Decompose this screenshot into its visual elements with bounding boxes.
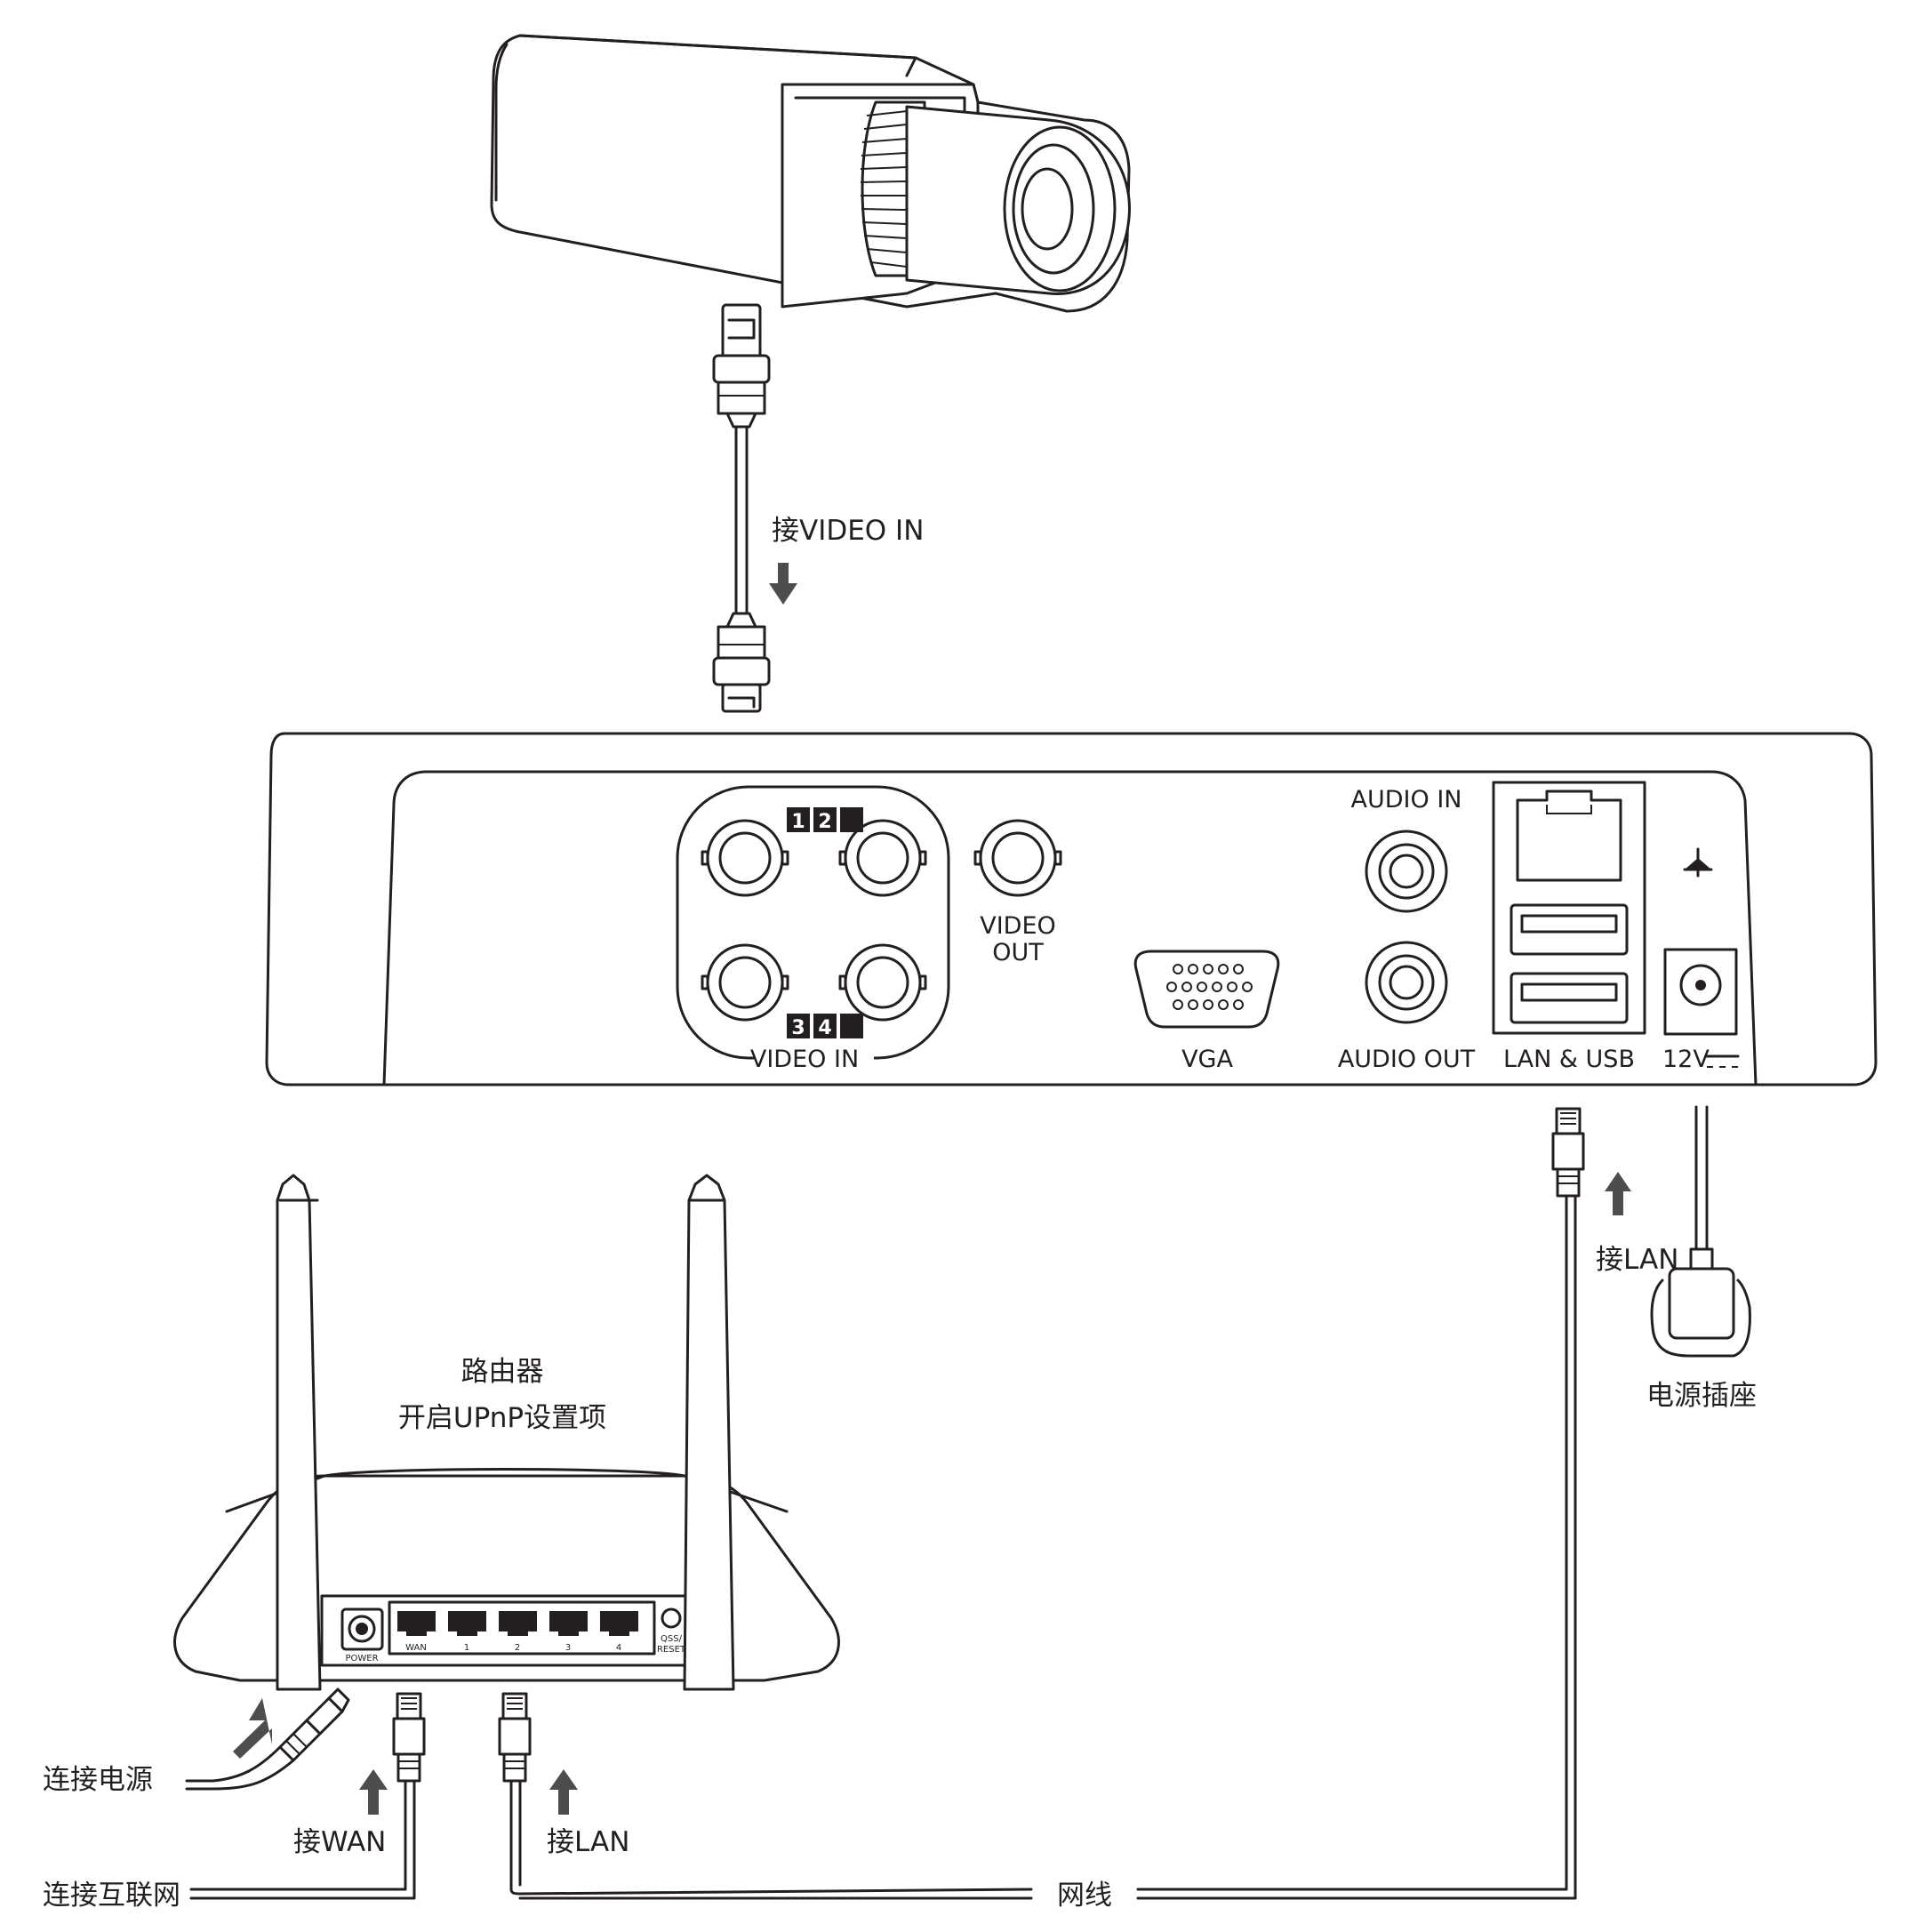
- bnc-port-4[interactable]: [838, 943, 927, 1022]
- router-body: POWER WAN 1 2 3 4 QSS/ RESET: [173, 1468, 840, 1682]
- router-port-4[interactable]: [600, 1611, 638, 1636]
- bnc-port-1[interactable]: [701, 819, 789, 897]
- label-connect-lan-router: 接LAN: [547, 1826, 629, 1858]
- label-port-wan: WAN: [405, 1643, 427, 1653]
- bnc-cable-icon: [712, 303, 771, 713]
- router-port-2[interactable]: [499, 1611, 537, 1636]
- power-adapter-icon: [1650, 1247, 1751, 1358]
- dc-power-jack[interactable]: [1663, 948, 1738, 1036]
- arrow-up-icon: [233, 1698, 272, 1759]
- label-lan-usb: LAN & USB: [1503, 1046, 1635, 1073]
- dc-symbol-icon: [1705, 1054, 1740, 1068]
- rj45-plug-icon: [1551, 1107, 1585, 1198]
- label-audio-out: AUDIO OUT: [1338, 1046, 1476, 1073]
- label-reset-2: RESET: [657, 1645, 686, 1655]
- label-lan-dvr: 接LAN: [1596, 1244, 1678, 1276]
- bnc-port-2[interactable]: [838, 819, 927, 897]
- channel-badge-4: 4: [818, 1017, 831, 1039]
- channel-badge-1: 1: [791, 811, 805, 833]
- label-video-in-connection: 接VIDEO IN: [772, 515, 924, 547]
- lan-port[interactable]: [1516, 790, 1622, 882]
- label-vga: VGA: [1181, 1046, 1233, 1073]
- label-connect-power: 连接电源: [43, 1764, 153, 1796]
- label-dvr-video-in: VIDEO IN: [750, 1046, 859, 1073]
- label-router-power: POWER: [345, 1654, 378, 1663]
- label-network-cable: 网线: [1057, 1880, 1112, 1912]
- audio-in-port[interactable]: [1365, 830, 1448, 913]
- label-power-outlet: 电源插座: [1646, 1380, 1757, 1412]
- arrow-down-icon: [769, 563, 797, 605]
- power-adapter-icon: [185, 1687, 350, 1791]
- router-port-3[interactable]: [549, 1611, 588, 1636]
- rj45-plug-icon: [392, 1692, 426, 1783]
- camera-icon: [490, 34, 1131, 313]
- ground-symbol-icon: [1683, 847, 1713, 878]
- label-port-1: 1: [464, 1643, 469, 1653]
- video-out-port[interactable]: [973, 819, 1062, 897]
- label-audio-in: AUDIO IN: [1351, 786, 1462, 814]
- label-connect-wan: 接WAN: [293, 1826, 386, 1858]
- router-antenna-icon: [276, 1174, 322, 1691]
- audio-out-port[interactable]: [1365, 941, 1448, 1024]
- router-port-wan[interactable]: [397, 1611, 436, 1636]
- arrow-up-icon: [359, 1769, 388, 1815]
- router-title: 路由器: [461, 1356, 544, 1388]
- label-12v: 12V: [1662, 1046, 1710, 1073]
- vga-port[interactable]: [1133, 950, 1280, 1029]
- usb-port-1[interactable]: [1510, 903, 1629, 956]
- label-port-4: 4: [616, 1643, 621, 1653]
- arrow-up-icon: [549, 1769, 578, 1815]
- label-video-out-2: OUT: [992, 939, 1044, 966]
- bnc-port-3[interactable]: [701, 943, 789, 1022]
- rj45-plug-icon: [498, 1692, 532, 1783]
- label-connect-internet: 连接互联网: [43, 1880, 180, 1912]
- router-port-1[interactable]: [448, 1611, 486, 1636]
- arrow-up-icon: [1605, 1172, 1631, 1215]
- dvr-rear-panel: 1 2 3 4 VIDEO IN VIDEO OUT VGA AUDIO I: [265, 732, 1878, 1086]
- usb-port-2[interactable]: [1510, 972, 1629, 1024]
- channel-badge-2: 2: [818, 811, 831, 833]
- label-port-2: 2: [515, 1643, 520, 1653]
- label-video-out-1: VIDEO: [980, 912, 1056, 940]
- router-reset-button[interactable]: [661, 1607, 682, 1629]
- router-antenna-icon: [683, 1174, 735, 1691]
- router-power-port[interactable]: [340, 1607, 384, 1651]
- router-subtitle: 开启UPnP设置项: [398, 1402, 606, 1434]
- label-reset-1: QSS/: [661, 1634, 683, 1644]
- label-port-3: 3: [565, 1643, 571, 1653]
- channel-badge-3: 3: [791, 1017, 805, 1039]
